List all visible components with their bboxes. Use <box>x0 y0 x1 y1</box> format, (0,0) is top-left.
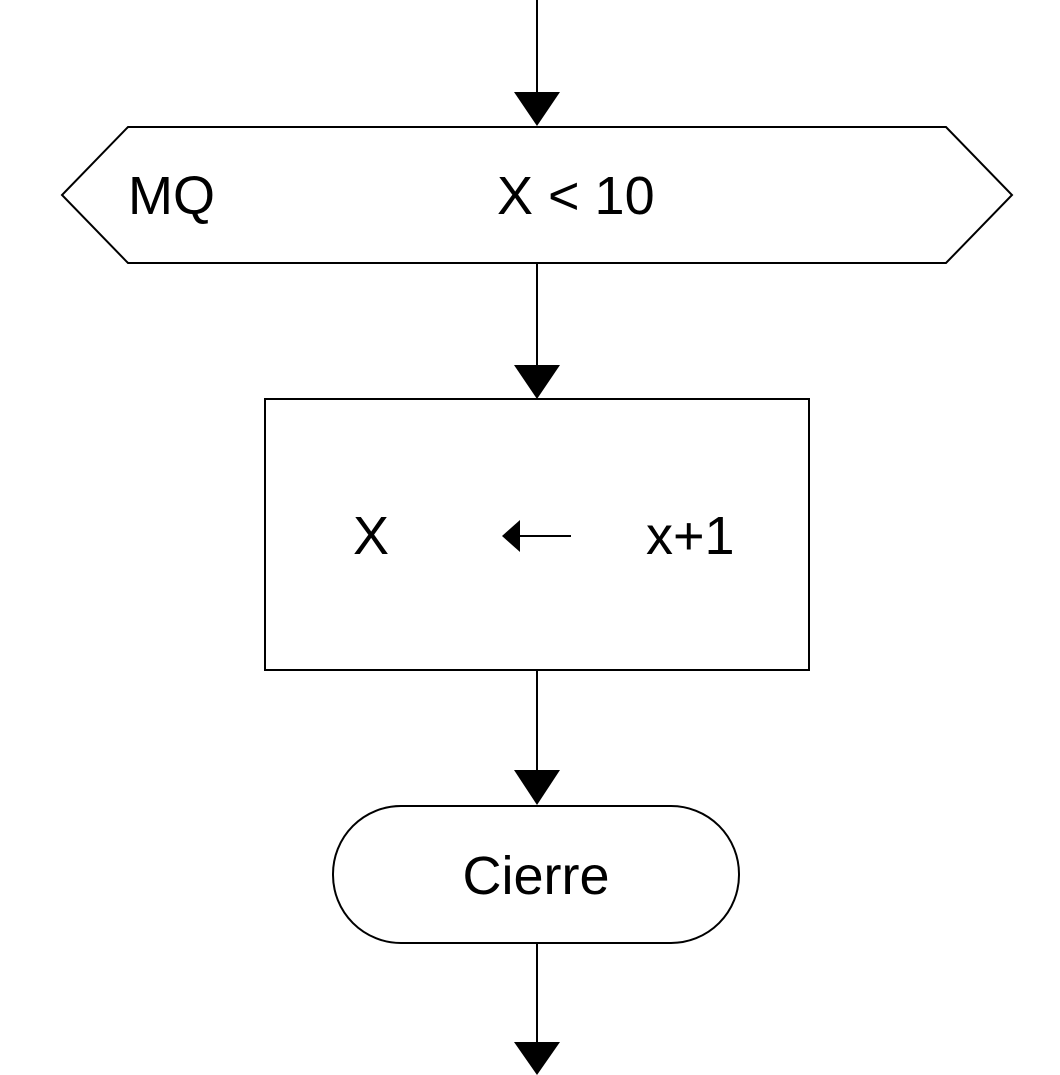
arrowhead-process-terminator <box>514 770 560 805</box>
arrowhead-top <box>514 92 560 126</box>
loop-keyword: MQ <box>128 166 215 226</box>
loop-node: MQ X < 10 <box>60 126 1014 264</box>
terminator-node: Cierre <box>332 805 740 944</box>
terminator-label: Cierre <box>462 846 609 906</box>
arrowhead-loop-process <box>514 365 560 399</box>
loop-hexagon <box>60 126 1014 264</box>
arrowhead-bottom <box>514 1042 560 1075</box>
left-arrow-icon <box>502 520 571 552</box>
loop-condition: X < 10 <box>497 166 655 226</box>
process-box <box>264 398 810 671</box>
assignment-target: X <box>353 506 389 566</box>
process-node: X x+1 <box>264 398 810 671</box>
assignment-expression: x+1 <box>646 506 735 566</box>
